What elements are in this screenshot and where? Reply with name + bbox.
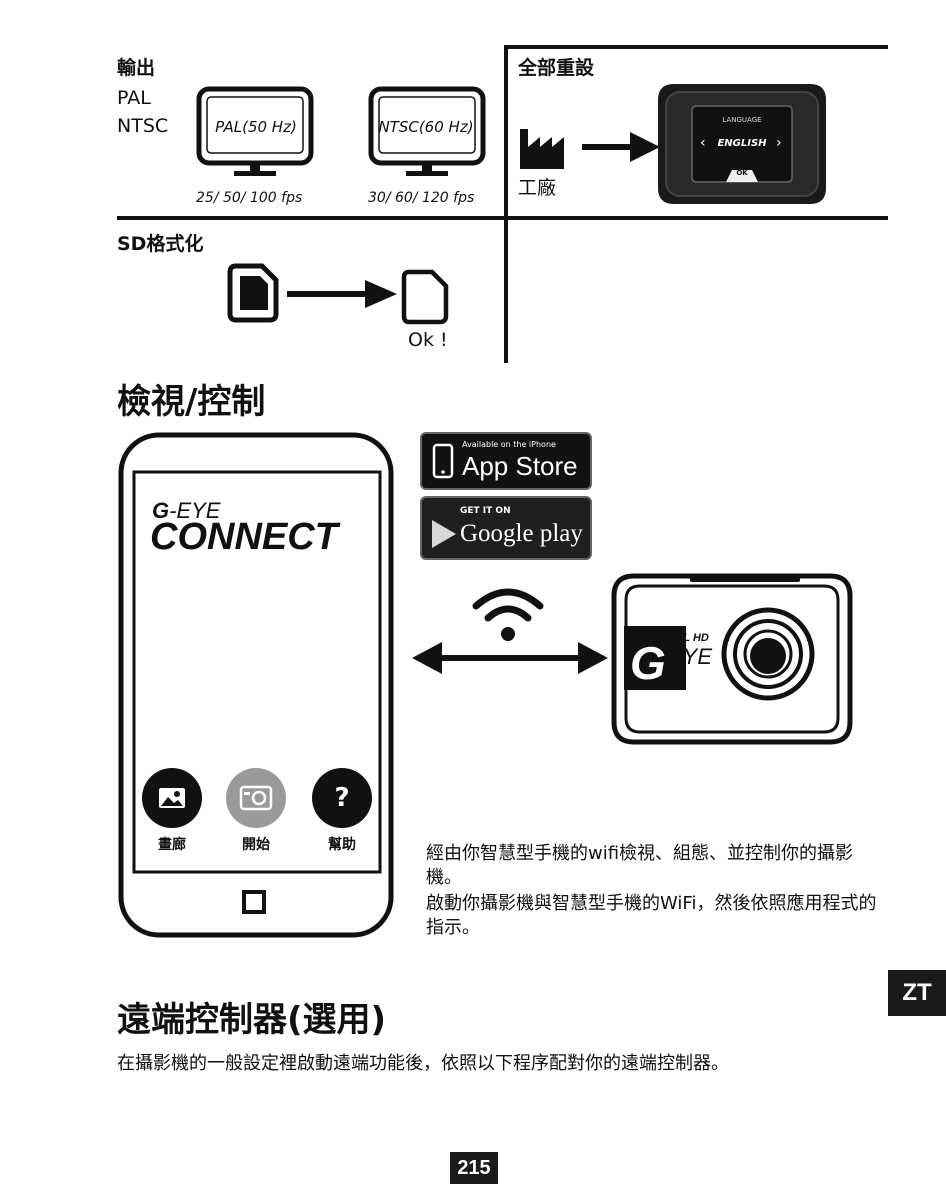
remote-body: 在攝影機的一般設定裡啟動遠端功能後，依照以下程序配對你的遠端控制器。 — [117, 1053, 729, 1074]
arrow-right-icon — [582, 132, 660, 162]
factory-icon — [520, 129, 564, 169]
play-icon — [432, 520, 456, 548]
camera-icon — [239, 785, 273, 811]
page-number: 215 — [450, 1152, 498, 1184]
pal-monitor-illustration — [196, 86, 314, 176]
output-option-ntsc: NTSC — [117, 115, 169, 137]
middle-rule — [117, 216, 888, 220]
start-button[interactable] — [226, 768, 286, 828]
wifi-icon — [472, 588, 544, 641]
pal-screen-text: PAL(50 Hz) — [215, 118, 297, 136]
reset-screen-value: ENGLISH — [717, 138, 767, 149]
ntsc-fps: 30/ 60/ 120 fps — [368, 190, 475, 206]
help-label: 幫助 — [328, 837, 356, 853]
iphone-icon — [432, 443, 454, 479]
chevron-left-icon: ‹ — [700, 135, 706, 151]
ntsc-screen-text: NTSC(60 Hz) — [378, 118, 474, 136]
app-name: CONNECT — [150, 516, 338, 558]
pal-fps: 25/ 50/ 100 fps — [196, 190, 303, 206]
remote-heading: 遠端控制器(選用) — [117, 1000, 387, 1040]
arrow-right-icon — [287, 280, 397, 308]
camera-front-illustration — [611, 573, 853, 745]
language-tab: ZT — [888, 970, 946, 1016]
start-label: 開始 — [242, 837, 270, 853]
reset-title: 全部重設 — [518, 57, 595, 79]
app-store-badge[interactable]: Available on the iPhone App Store — [420, 432, 592, 490]
app-store-text: App Store — [462, 451, 578, 481]
camera-logo-letter: G — [630, 637, 666, 689]
app-store-small-text: Available on the iPhone — [462, 440, 556, 449]
sd-card-empty-icon — [401, 269, 449, 325]
app-brand-suffix: -EYE — [169, 498, 221, 523]
sd-title: SD格式化 — [117, 233, 204, 255]
help-icon: ? — [334, 783, 350, 813]
sd-result: Ok ! — [408, 329, 448, 351]
view-paragraph-1: 經由你智慧型手機的wifi檢視、組態、並控制你的攝影機。 — [426, 843, 854, 888]
help-button[interactable]: ? — [312, 768, 372, 828]
camera-badge: FULL HD — [662, 632, 709, 644]
reset-screen-ok: OK — [736, 169, 748, 177]
google-play-badge[interactable]: GET IT ON Google play — [420, 496, 592, 560]
factory-label: 工廠 — [518, 177, 557, 199]
chevron-right-icon: › — [776, 135, 782, 151]
center-divider — [504, 45, 508, 363]
view-paragraph-2: 啟動你攝影機與智慧型手機的WiFi，然後依照應用程式的指示。 — [426, 893, 877, 938]
double-arrow-icon — [412, 642, 608, 674]
app-brand: G-EYE — [152, 498, 220, 524]
app-brand-prefix: G — [152, 498, 170, 523]
view-control-heading: 檢視/控制 — [117, 382, 266, 422]
camera-back-illustration — [658, 84, 826, 204]
gallery-label: 畫廊 — [158, 837, 186, 853]
gallery-button[interactable] — [142, 768, 202, 828]
reset-screen-header: LANGUAGE — [722, 116, 762, 124]
image-icon — [159, 788, 185, 808]
output-option-pal: PAL — [117, 87, 151, 109]
output-title: 輸出 — [117, 57, 156, 79]
sd-card-full-icon — [227, 263, 279, 323]
top-rule — [507, 45, 888, 49]
google-play-text: Google play — [460, 520, 583, 547]
ntsc-monitor-illustration — [368, 86, 486, 176]
google-play-small-text: GET IT ON — [460, 506, 511, 516]
camera-logo-word: EYE — [668, 644, 713, 669]
